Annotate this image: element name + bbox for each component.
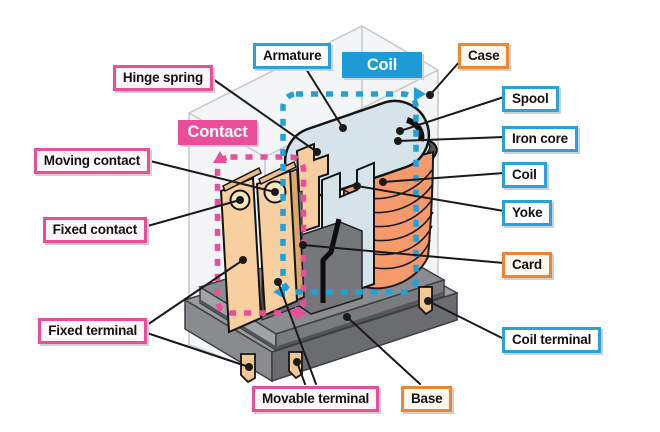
label-contact-group-header: Contact [178, 120, 257, 145]
label-hinge-spring: Hinge spring [112, 65, 213, 91]
label-spool: Spool [502, 86, 559, 112]
label-iron-core: Iron core [502, 126, 578, 152]
label-coil-group-header: Coil [342, 52, 422, 78]
label-fixed-contact: Fixed contact [42, 217, 147, 243]
contact-region-arrow-top [213, 151, 227, 163]
label-fixed-terminal: Fixed terminal [38, 318, 147, 344]
contact-block [219, 160, 305, 334]
label-card: Card [502, 252, 552, 278]
label-movable-terminal: Movable terminal [252, 386, 380, 412]
label-armature: Armature [253, 43, 332, 69]
contact-region-arrow-bottom [295, 306, 307, 320]
label-yoke: Yoke [502, 200, 553, 226]
leader-dots [236, 91, 434, 371]
label-base: Base [401, 386, 453, 412]
label-case: Case [458, 43, 510, 69]
fixed-contact-tab [222, 166, 262, 193]
core-rivet-hook [405, 117, 425, 142]
label-coil-terminal: Coil terminal [502, 327, 602, 353]
coil-region-arrow-top [414, 87, 426, 101]
label-moving-contact: Moving contact [33, 148, 150, 174]
contact-region-outline [213, 151, 307, 320]
label-coil: Coil [502, 162, 547, 188]
